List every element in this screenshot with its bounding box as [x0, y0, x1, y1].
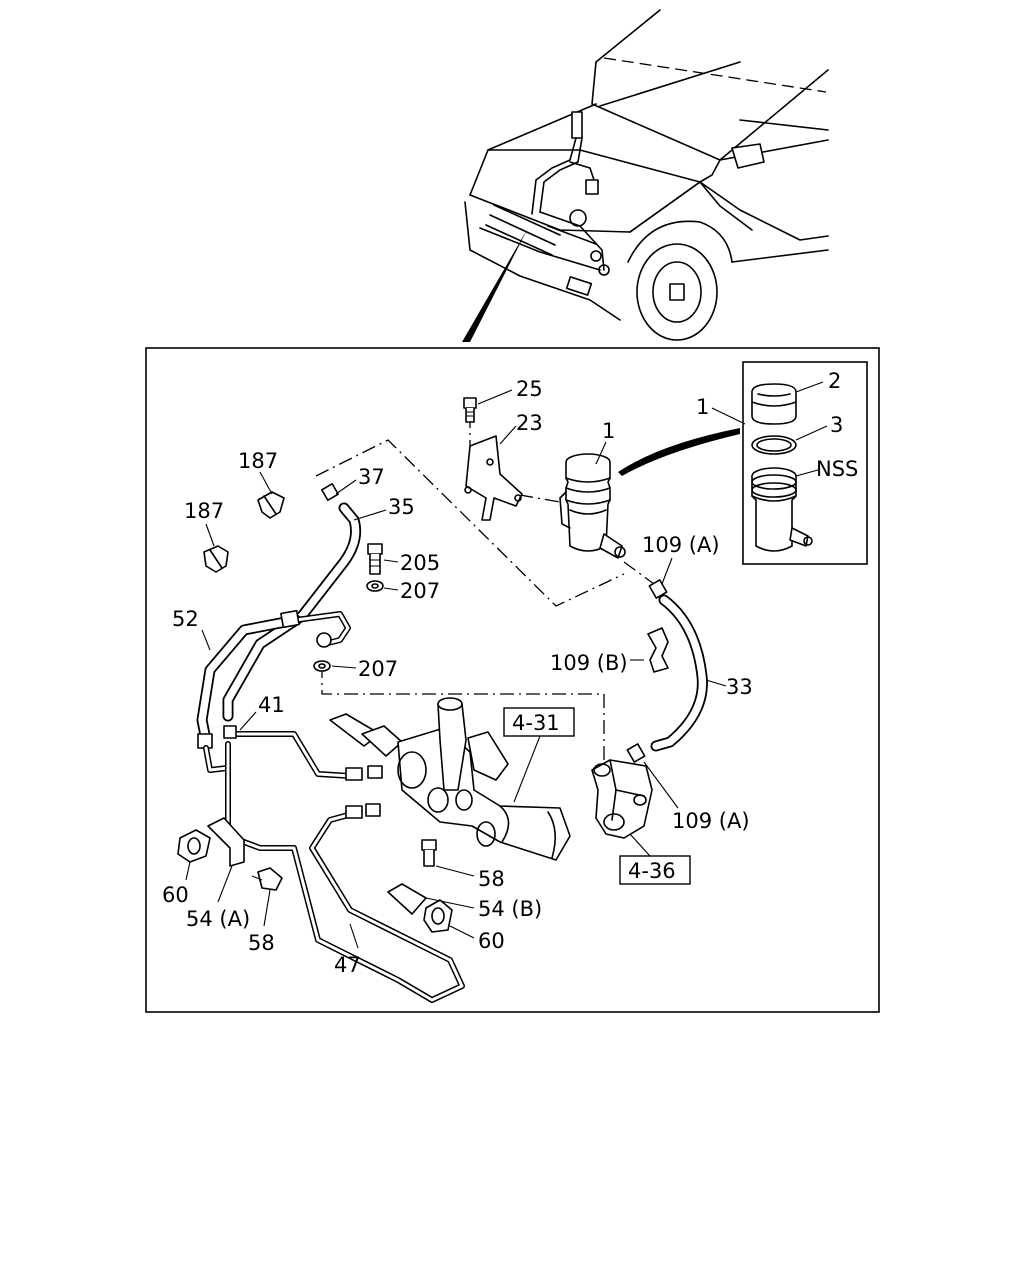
- callout-187-bottom: 187: [184, 499, 224, 523]
- washer-207-top-icon: [366, 580, 384, 592]
- ref-box-4-36: [619, 855, 691, 885]
- callout-52: 52: [172, 607, 199, 631]
- bracket-23-icon: [465, 435, 523, 521]
- reservoir-body-icon: [751, 467, 813, 552]
- callout-2: 2: [828, 369, 841, 393]
- clamp-109b-icon: [647, 627, 669, 673]
- ref-box-4-31: [503, 707, 575, 737]
- callout-47: 47: [334, 953, 361, 977]
- pipe-41-nut-icon: [345, 767, 363, 781]
- left-clamp-set: 60 54 (A) 58: [162, 817, 283, 955]
- reservoir-inset: 1 2 3 NSS: [696, 361, 868, 565]
- reservoir-assembly: 25 23 1: [463, 377, 626, 559]
- callout-54b: 54 (B): [478, 897, 542, 921]
- clamps-187: 187 187: [184, 449, 285, 573]
- bolt-25-icon: [463, 397, 477, 409]
- callout-3: 3: [830, 413, 843, 437]
- fitting-37-icon: [321, 483, 339, 501]
- pressure-hose: 37 35 52: [172, 465, 415, 773]
- cap-icon: [751, 383, 797, 425]
- pump-icon: [591, 759, 653, 839]
- callout-33: 33: [726, 675, 753, 699]
- fitting-41-icon: [223, 725, 237, 739]
- bolt-58-left-icon: [257, 867, 283, 891]
- callout-1-inset: 1: [696, 395, 709, 419]
- callout-58-mid: 58: [478, 867, 505, 891]
- clamp-109a-bottom-icon: [626, 743, 646, 763]
- callout-23: 23: [516, 411, 543, 435]
- washer-207-bottom-icon: [313, 660, 331, 672]
- callout-207-top: 207: [400, 579, 440, 603]
- banjo-fitting-icon: [316, 632, 332, 648]
- callout-54a: 54 (A): [186, 907, 250, 931]
- callout-187-top: 187: [238, 449, 278, 473]
- callout-60-left: 60: [162, 883, 189, 907]
- clamp-109a-top-icon: [648, 579, 668, 599]
- banjo-hardware: 205 207 207: [313, 543, 440, 681]
- callout-25: 25: [516, 377, 543, 401]
- middle-clamp-set: 58 54 (B) 60: [387, 839, 542, 953]
- callout-41: 41: [258, 693, 285, 717]
- steel-pipes: 41 47: [223, 693, 465, 1003]
- callout-58-left: 58: [248, 931, 275, 955]
- callout-1-main: 1: [602, 419, 615, 443]
- cushion-60-left-icon: [177, 829, 211, 863]
- callout-109a-top: 109 (A): [642, 533, 720, 557]
- pointer-arrow: [462, 228, 528, 342]
- ref-4-31: 4-31: [512, 711, 560, 735]
- callout-109b: 109 (B): [550, 651, 628, 675]
- bracket-54a-icon: [207, 817, 245, 867]
- callout-109a-bottom: 109 (A): [672, 809, 750, 833]
- steering-gear: 4-31: [329, 697, 575, 861]
- pump-assembly: 4-36: [591, 759, 691, 885]
- callout-nss: NSS: [816, 457, 858, 481]
- ref-4-36: 4-36: [628, 859, 676, 883]
- cushion-60-mid-icon: [423, 899, 453, 933]
- callout-207-bottom: 207: [358, 657, 398, 681]
- reservoir-1-icon: [559, 453, 626, 559]
- bolt-58-mid-icon: [421, 839, 437, 851]
- diagram-frame: [145, 347, 880, 1013]
- callout-37: 37: [358, 465, 385, 489]
- clamp-187-top-icon: [257, 491, 285, 519]
- pipe-47-nut-icon: [345, 805, 363, 819]
- return-hose-33: 109 (A) 109 (B) 33 109 (A): [550, 533, 753, 833]
- bracket-54b-icon: [387, 883, 427, 915]
- callout-205: 205: [400, 551, 440, 575]
- callout-60-mid: 60: [478, 929, 505, 953]
- vehicle-overview: [462, 9, 829, 342]
- inset-pointer: [618, 428, 740, 476]
- callout-35: 35: [388, 495, 415, 519]
- bolt-205-icon: [367, 543, 383, 555]
- seal-ring-icon: [751, 435, 797, 455]
